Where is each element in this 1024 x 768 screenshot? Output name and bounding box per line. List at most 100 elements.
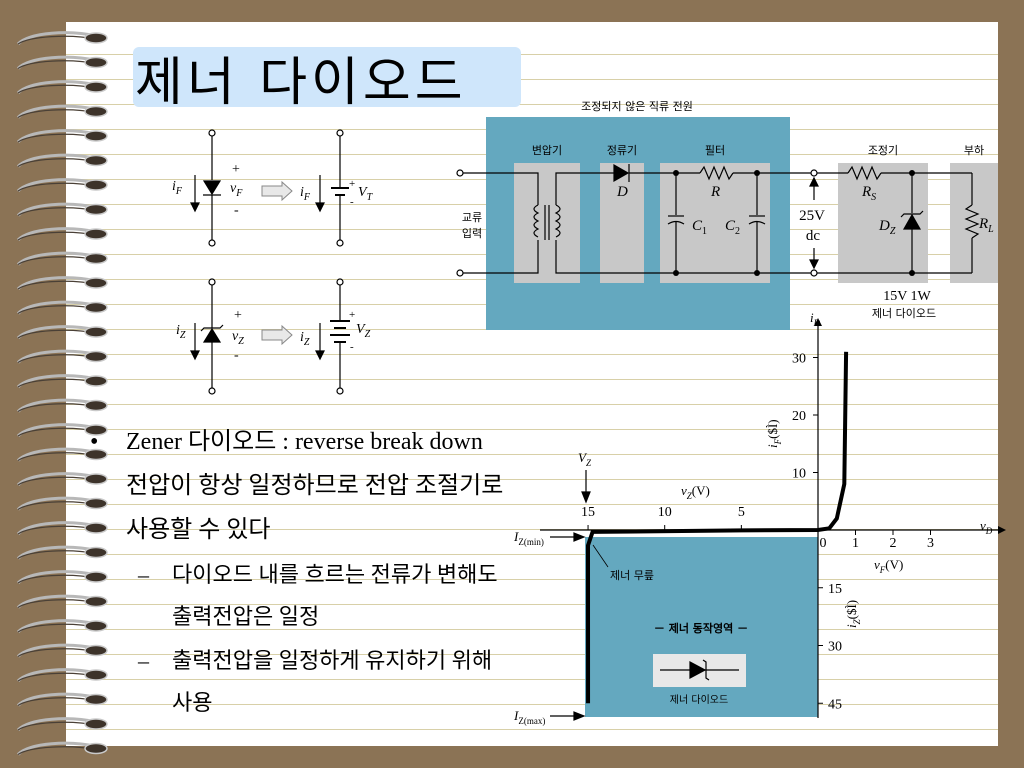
- forward-battery-model: [315, 129, 349, 247]
- spiral-ring: [16, 374, 108, 389]
- if-axis-label: iF($Ì): [765, 419, 783, 448]
- bullet-sub-2: –출력전압을 일정하게 유지하기 위해 사용: [138, 648, 493, 715]
- spiral-ring: [16, 668, 108, 683]
- spiral-ring: [16, 55, 108, 70]
- dc-voltage-label: 25V: [799, 208, 825, 224]
- R-label: R: [710, 184, 720, 200]
- x-tick-label: 3: [927, 536, 934, 551]
- spiral-ring: [16, 31, 108, 46]
- spiral-ring: [16, 251, 108, 266]
- zener-diode-label: 제너 다이오드: [872, 307, 936, 320]
- zener-rating-label: 15V 1W: [883, 289, 931, 304]
- vz-batt-plus: +: [349, 309, 355, 321]
- vz-batt-minus: -: [350, 341, 354, 353]
- vd-axis-label: vD: [980, 518, 993, 536]
- vt-plus: +: [349, 178, 355, 190]
- spiral-ring: [16, 643, 108, 658]
- spiral-ring: [16, 178, 108, 193]
- spiral-binding: [16, 31, 108, 756]
- spiral-ring: [16, 570, 108, 585]
- spiral-ring: [16, 349, 108, 364]
- y-tick-label: 45: [828, 697, 842, 712]
- id-axis-label: iD: [810, 310, 821, 328]
- izmin-label: IZ(min): [513, 529, 544, 547]
- y-tick-label: 30: [828, 640, 842, 655]
- spiral-ring: [16, 619, 108, 634]
- vf-axis-label: vF(V): [874, 557, 903, 575]
- spiral-ring: [16, 717, 108, 732]
- x-tick-label: 10: [658, 505, 672, 520]
- spiral-ring: [16, 398, 108, 413]
- spiral-ring: [16, 80, 108, 95]
- vz-marker-label: VZ: [578, 450, 592, 468]
- x-tick-label: 2: [890, 536, 897, 551]
- iz-axis-label: iZ($Ì): [844, 600, 862, 628]
- ac-input-label-2: 입력: [462, 227, 482, 240]
- C1-label: C1: [692, 218, 707, 237]
- power-supply-diagram: 조정되지 않은 직류 전원 변압기 정류기 필터 조정기 부하 교류 입력 제너…: [456, 100, 998, 330]
- D-label: D: [616, 184, 628, 200]
- title-highlight: [133, 47, 521, 107]
- bullet-list: Zener 다이오드 : reverse break down 전압이 항상 일…: [90, 420, 510, 724]
- ac-input-label-1: 교류: [462, 211, 482, 224]
- bullet-main: Zener 다이오드 : reverse break down 전압이 항상 일…: [90, 420, 510, 552]
- transformer-label: 변압기: [532, 144, 562, 157]
- region-zener-symbol: [660, 659, 739, 681]
- spiral-ring: [16, 692, 108, 707]
- spiral-ring: [16, 741, 108, 756]
- RS-label: RS: [861, 184, 876, 203]
- if-label: iF: [172, 179, 183, 197]
- vf-label: vF: [230, 181, 243, 199]
- spiral-ring: [16, 153, 108, 168]
- iz-label-2: iZ: [300, 330, 310, 348]
- forward-arrow-icon: [261, 180, 293, 202]
- izmax-label: IZ(max): [513, 708, 545, 726]
- vz-plus: +: [234, 308, 242, 323]
- vt-label: VT: [358, 185, 374, 203]
- vf-plus: +: [232, 162, 240, 177]
- dc-label: dc: [806, 228, 821, 244]
- origin-label: 0: [820, 536, 827, 551]
- region-diode-label: 제너 다이오드: [670, 694, 728, 706]
- rectifier-label: 정류기: [607, 144, 637, 157]
- y-tick-label: 30: [792, 352, 806, 367]
- vz-batt-label: VZ: [356, 322, 371, 340]
- iz-label: iZ: [176, 323, 186, 341]
- vz-label: vZ: [232, 329, 244, 347]
- spiral-ring: [16, 227, 108, 242]
- zener-region-label: － 제너 동작영역 －: [654, 621, 748, 635]
- forward-bias-diode-symbol: [190, 129, 222, 247]
- load-box: [950, 163, 998, 283]
- if-label-2: iF: [300, 185, 311, 203]
- vz-axis-label: vZ(V): [681, 483, 710, 501]
- vt-minus: -: [350, 196, 354, 208]
- reverse-battery-model: [315, 278, 350, 395]
- regulator-label: 조정기: [868, 144, 898, 157]
- spiral-ring: [16, 276, 108, 291]
- filter-label: 필터: [705, 144, 725, 157]
- y-tick-label: 10: [792, 467, 806, 482]
- page-title: 제너 다이오드: [135, 53, 467, 113]
- x-tick-label: 5: [738, 505, 745, 520]
- reverse-bias-zener-symbol: [190, 278, 224, 395]
- spiral-ring: [16, 325, 108, 340]
- transformer-box: [514, 163, 580, 283]
- spiral-ring: [16, 202, 108, 217]
- rectifier-box: [600, 163, 644, 283]
- spiral-ring: [16, 300, 108, 315]
- DZ-label: DZ: [878, 218, 896, 237]
- spiral-ring: [16, 594, 108, 609]
- RL-label: RL: [978, 216, 994, 235]
- x-tick-label: 1: [852, 536, 859, 551]
- C2-label: C2: [725, 218, 740, 237]
- bullet-sub-1: –다이오드 내를 흐르는 전류가 변해도 출력전압은 일정: [138, 562, 498, 629]
- spiral-ring: [16, 129, 108, 144]
- zener-knee-label: 제너 무릎: [610, 569, 654, 582]
- y-tick-label: 20: [792, 409, 806, 424]
- vz-minus: -: [234, 348, 239, 363]
- zener-iv-curve: [585, 351, 849, 704]
- load-label: 부하: [964, 143, 984, 157]
